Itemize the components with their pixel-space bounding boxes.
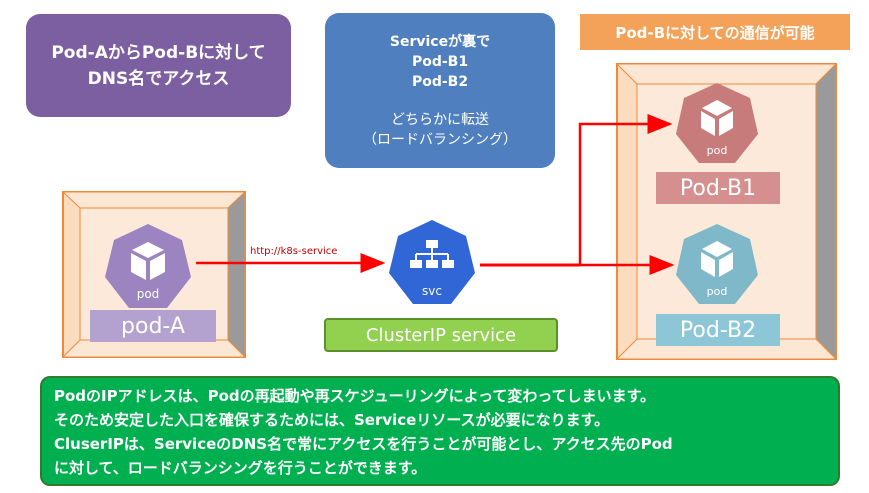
callout-left-line2: DNS名でアクセス	[87, 68, 230, 89]
callout-mid-line3: Pod-B2	[411, 73, 469, 90]
callout-load-balancing: Serviceが裏で Pod-B1 Pod-B2 どちらかに転送 （ロードバラン…	[325, 13, 555, 168]
pod-b1-label: Pod-B1	[656, 172, 780, 204]
callout-mid-line1: Serviceが裏で	[389, 33, 491, 50]
pod-a-icon-text: pod	[137, 287, 160, 301]
note-line3: CluserIPは、ServiceのDNS名で常にアクセスを行うことが可能とし、…	[54, 435, 673, 453]
pod-b2-icon: pod	[676, 224, 758, 304]
pod-b2-label: Pod-B2	[656, 314, 780, 346]
callout-left-line1: Pod-AからPod-Bに対して	[51, 42, 266, 63]
pod-b1-icon-text: pod	[707, 144, 728, 157]
pod-b2-icon-text: pod	[707, 285, 728, 298]
service-url-label: http://k8s-service	[250, 246, 338, 257]
clusterip-service-label: ClusterIP service	[324, 318, 558, 352]
note-line4: に対して、ロードバランシングを行うことができます。	[54, 459, 427, 477]
pod-a-icon: pod	[105, 224, 191, 308]
callout-pod-b-access: Pod-Bに対しての通信が可能	[580, 14, 850, 50]
arrow-svc-to-pod-b1	[578, 114, 673, 265]
note-line1: PodのIPアドレスは、Podの再起動や再スケジューリングによって変わってしまい…	[54, 387, 656, 405]
callout-mid-line5: （ロードバランシング）	[363, 131, 517, 148]
pod-b1-icon: pod	[676, 83, 758, 163]
pod-a-label: pod-A	[90, 310, 216, 342]
callout-mid-line2: Pod-B1	[411, 53, 469, 70]
svc-icon-text: svc	[422, 284, 442, 298]
callout-mid-line4: どちらかに転送	[391, 111, 489, 128]
callout-dns-access: Pod-AからPod-Bに対して DNS名でアクセス	[26, 14, 291, 117]
svc-icon: svc	[389, 220, 475, 304]
explanation-note: PodのIPアドレスは、Podの再起動や再スケジューリングによって変わってしまい…	[40, 376, 840, 486]
note-line2: そのため安定した入口を確保するためには、Serviceリソースが必要になります。	[54, 411, 610, 429]
